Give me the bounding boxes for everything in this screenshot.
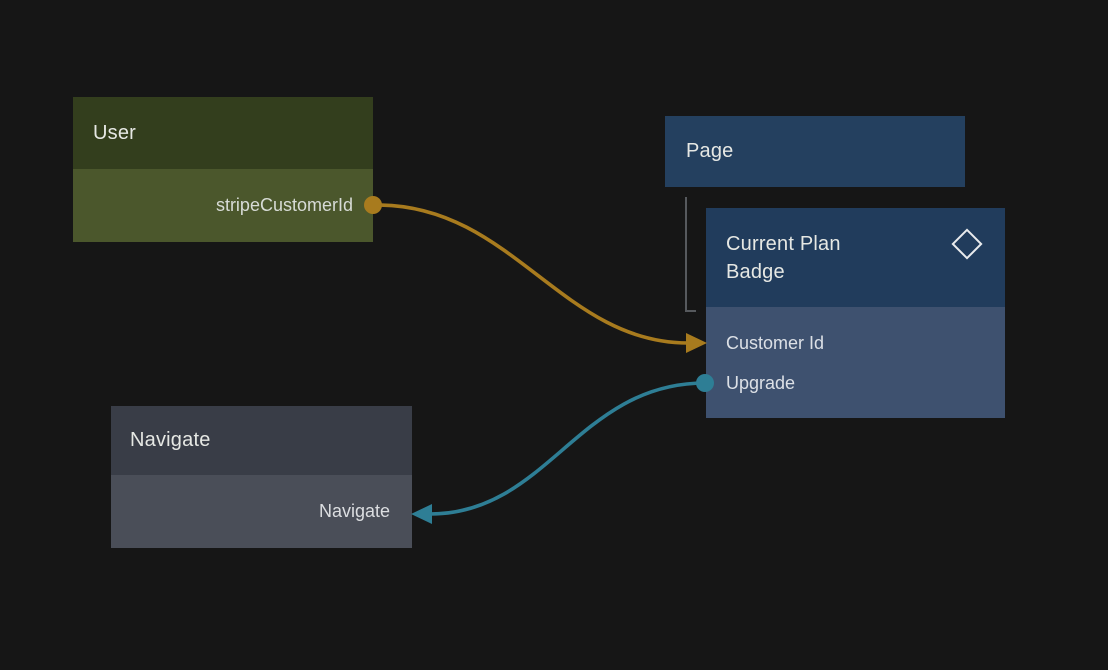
edge-stripecustomerid-to-customerid[interactable] (376, 203, 690, 345)
node-page-title: Page (686, 140, 734, 162)
node-user[interactable]: User stripeCustomerId (73, 97, 373, 242)
node-page-header: Page (665, 116, 965, 187)
field-navigate[interactable]: Navigate (133, 475, 390, 548)
node-user-body: stripeCustomerId (73, 169, 373, 242)
node-current-plan-badge-body: Customer Id Upgrade (706, 307, 1005, 418)
node-page[interactable]: Page (665, 116, 965, 187)
field-stripe-customer-id-label: stripeCustomerId (215, 195, 353, 215)
node-current-plan-badge-header: Current Plan Badge (706, 208, 1005, 307)
page-child-tree-connector (685, 197, 696, 312)
field-customer-id-label: Customer Id (726, 332, 825, 353)
node-navigate[interactable]: Navigate Navigate (111, 406, 412, 548)
node-navigate-body: Navigate (111, 475, 412, 548)
node-user-title: User (93, 121, 137, 144)
field-upgrade-label: Upgrade (726, 372, 796, 393)
field-navigate-label: Navigate (318, 501, 390, 521)
node-current-plan-badge-title: Current Plan Badge (726, 233, 841, 283)
node-navigate-header: Navigate (111, 406, 412, 475)
edge-upgrade-to-navigate[interactable] (428, 381, 707, 516)
field-upgrade[interactable]: Upgrade (726, 363, 985, 403)
node-user-header: User (73, 97, 373, 169)
edge-orange-arrowhead-icon (686, 333, 707, 353)
field-customer-id[interactable]: Customer Id (726, 323, 985, 363)
edge-teal-arrowhead-icon (411, 504, 432, 524)
node-navigate-title: Navigate (130, 429, 211, 451)
node-current-plan-badge[interactable]: Current Plan Badge Customer Id Upgrade (706, 208, 1005, 418)
field-stripe-customer-id[interactable]: stripeCustomerId (93, 169, 353, 242)
